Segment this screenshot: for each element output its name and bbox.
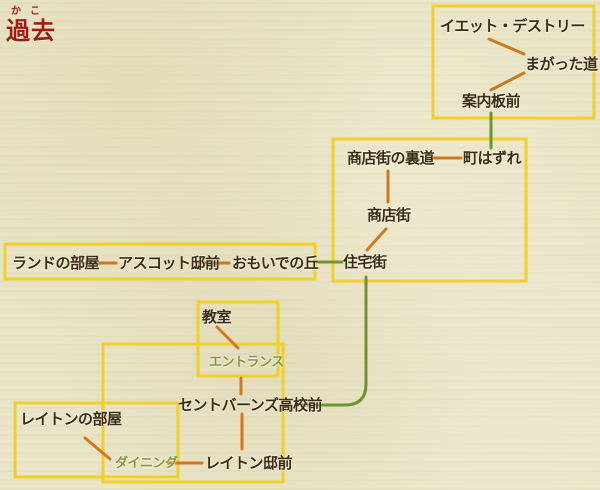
map-node-entrance: エントランス: [209, 355, 284, 370]
map-node-st-barns-koko-mae: セントバーンズ高校前: [178, 396, 322, 414]
map-node-yet-destry: イエット・デストリー: [440, 17, 585, 35]
map-node-kyoshitsu: 教室: [202, 308, 232, 326]
map-node-shotengai: 商店街: [367, 206, 411, 224]
edge-laytonnoheya-dining: [83, 436, 112, 461]
area-box-layton-room: [13, 401, 180, 479]
map-node-land-no-heya: ランドの部屋: [12, 254, 100, 272]
map-node-dining: ダイニング: [115, 456, 178, 471]
map-node-layton-no-heya: レイトンの部屋: [20, 410, 122, 428]
area-box-school: [196, 300, 280, 378]
edge-yetdestry-magattamichi: [487, 37, 526, 56]
map-node-ascot-tei-mae: アスコット邸前: [118, 254, 220, 272]
area-box-crossroads: [431, 4, 596, 120]
edge-jutakugai-stbarns: [301, 275, 368, 407]
map-node-magatta-michi: まがった道: [525, 55, 598, 73]
area-box-town: [331, 137, 528, 283]
map-node-layton-tei-mae: レイトン邸前: [205, 454, 293, 472]
map-node-omoide-no-oka: おもいでの丘: [232, 254, 319, 272]
map-node-shotengai-no-uramichi: 商店街の裏道: [347, 149, 435, 167]
title-furigana: かこ: [11, 6, 49, 17]
edge-kyoshitsu-entrance: [215, 325, 240, 350]
map-node-machi-hazure: 町はずれ: [463, 149, 522, 167]
page-title: かこ 過去: [6, 6, 56, 44]
area-box-mansion: [101, 342, 285, 484]
map-node-jutakugai: 住宅街: [343, 253, 387, 271]
title-text: 過去: [6, 17, 56, 45]
edge-magattamichi-annaiban: [489, 71, 526, 92]
map-node-annaiban-mae: 案内板前: [462, 92, 521, 110]
edge-shotengai-jutakugai: [365, 227, 388, 252]
